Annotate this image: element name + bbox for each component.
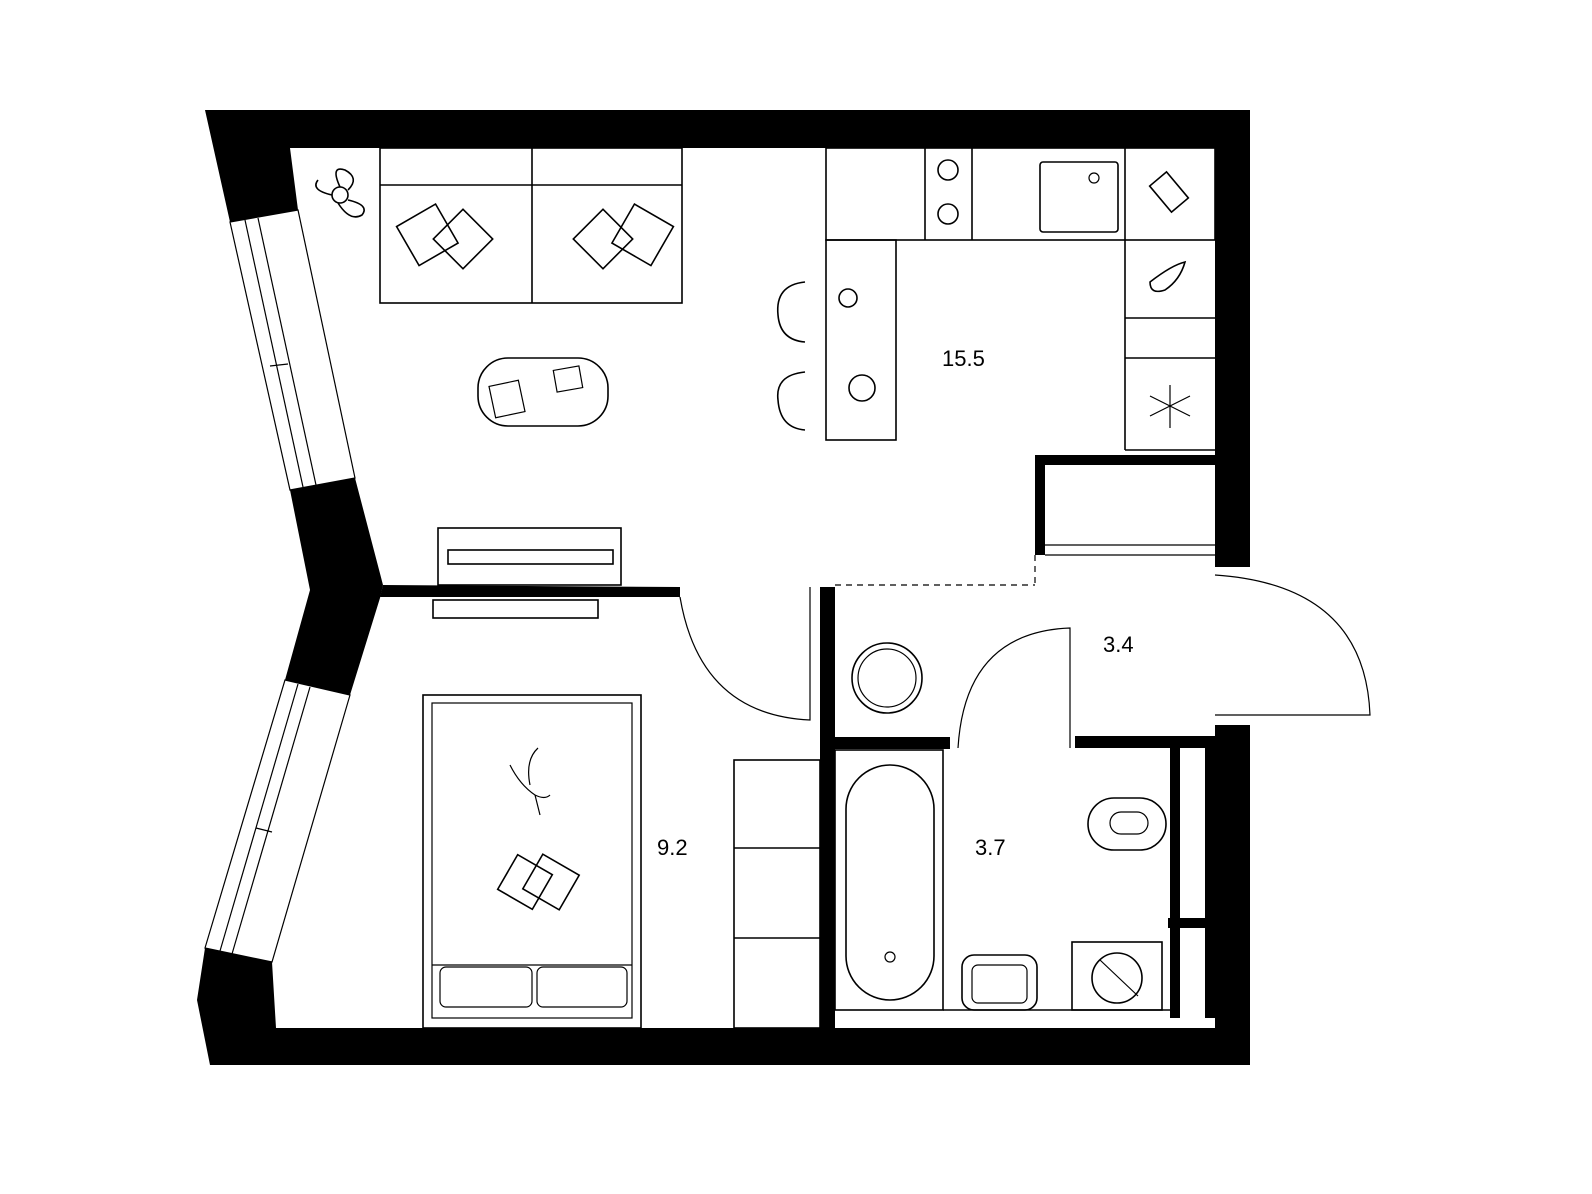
bathroom-fixtures [834, 642, 1170, 1011]
window-lower [204, 679, 351, 963]
bed [422, 694, 642, 1029]
doors [679, 544, 1371, 749]
room-area-bedroom: 9.2 [657, 835, 688, 860]
plant-icon [315, 168, 365, 218]
coffee-table [477, 357, 609, 427]
room-area-living-kitchen: 15.5 [942, 346, 985, 371]
interior-walls [380, 455, 1215, 1028]
exterior-walls [197, 110, 1250, 1065]
room-area-hallway: 3.4 [1103, 632, 1134, 657]
tv-stand [432, 527, 622, 619]
kitchen [776, 147, 1216, 451]
room-area-bathroom: 3.7 [975, 835, 1006, 860]
sofa [379, 147, 683, 304]
window-upper [229, 209, 356, 491]
wardrobe [733, 759, 821, 1029]
